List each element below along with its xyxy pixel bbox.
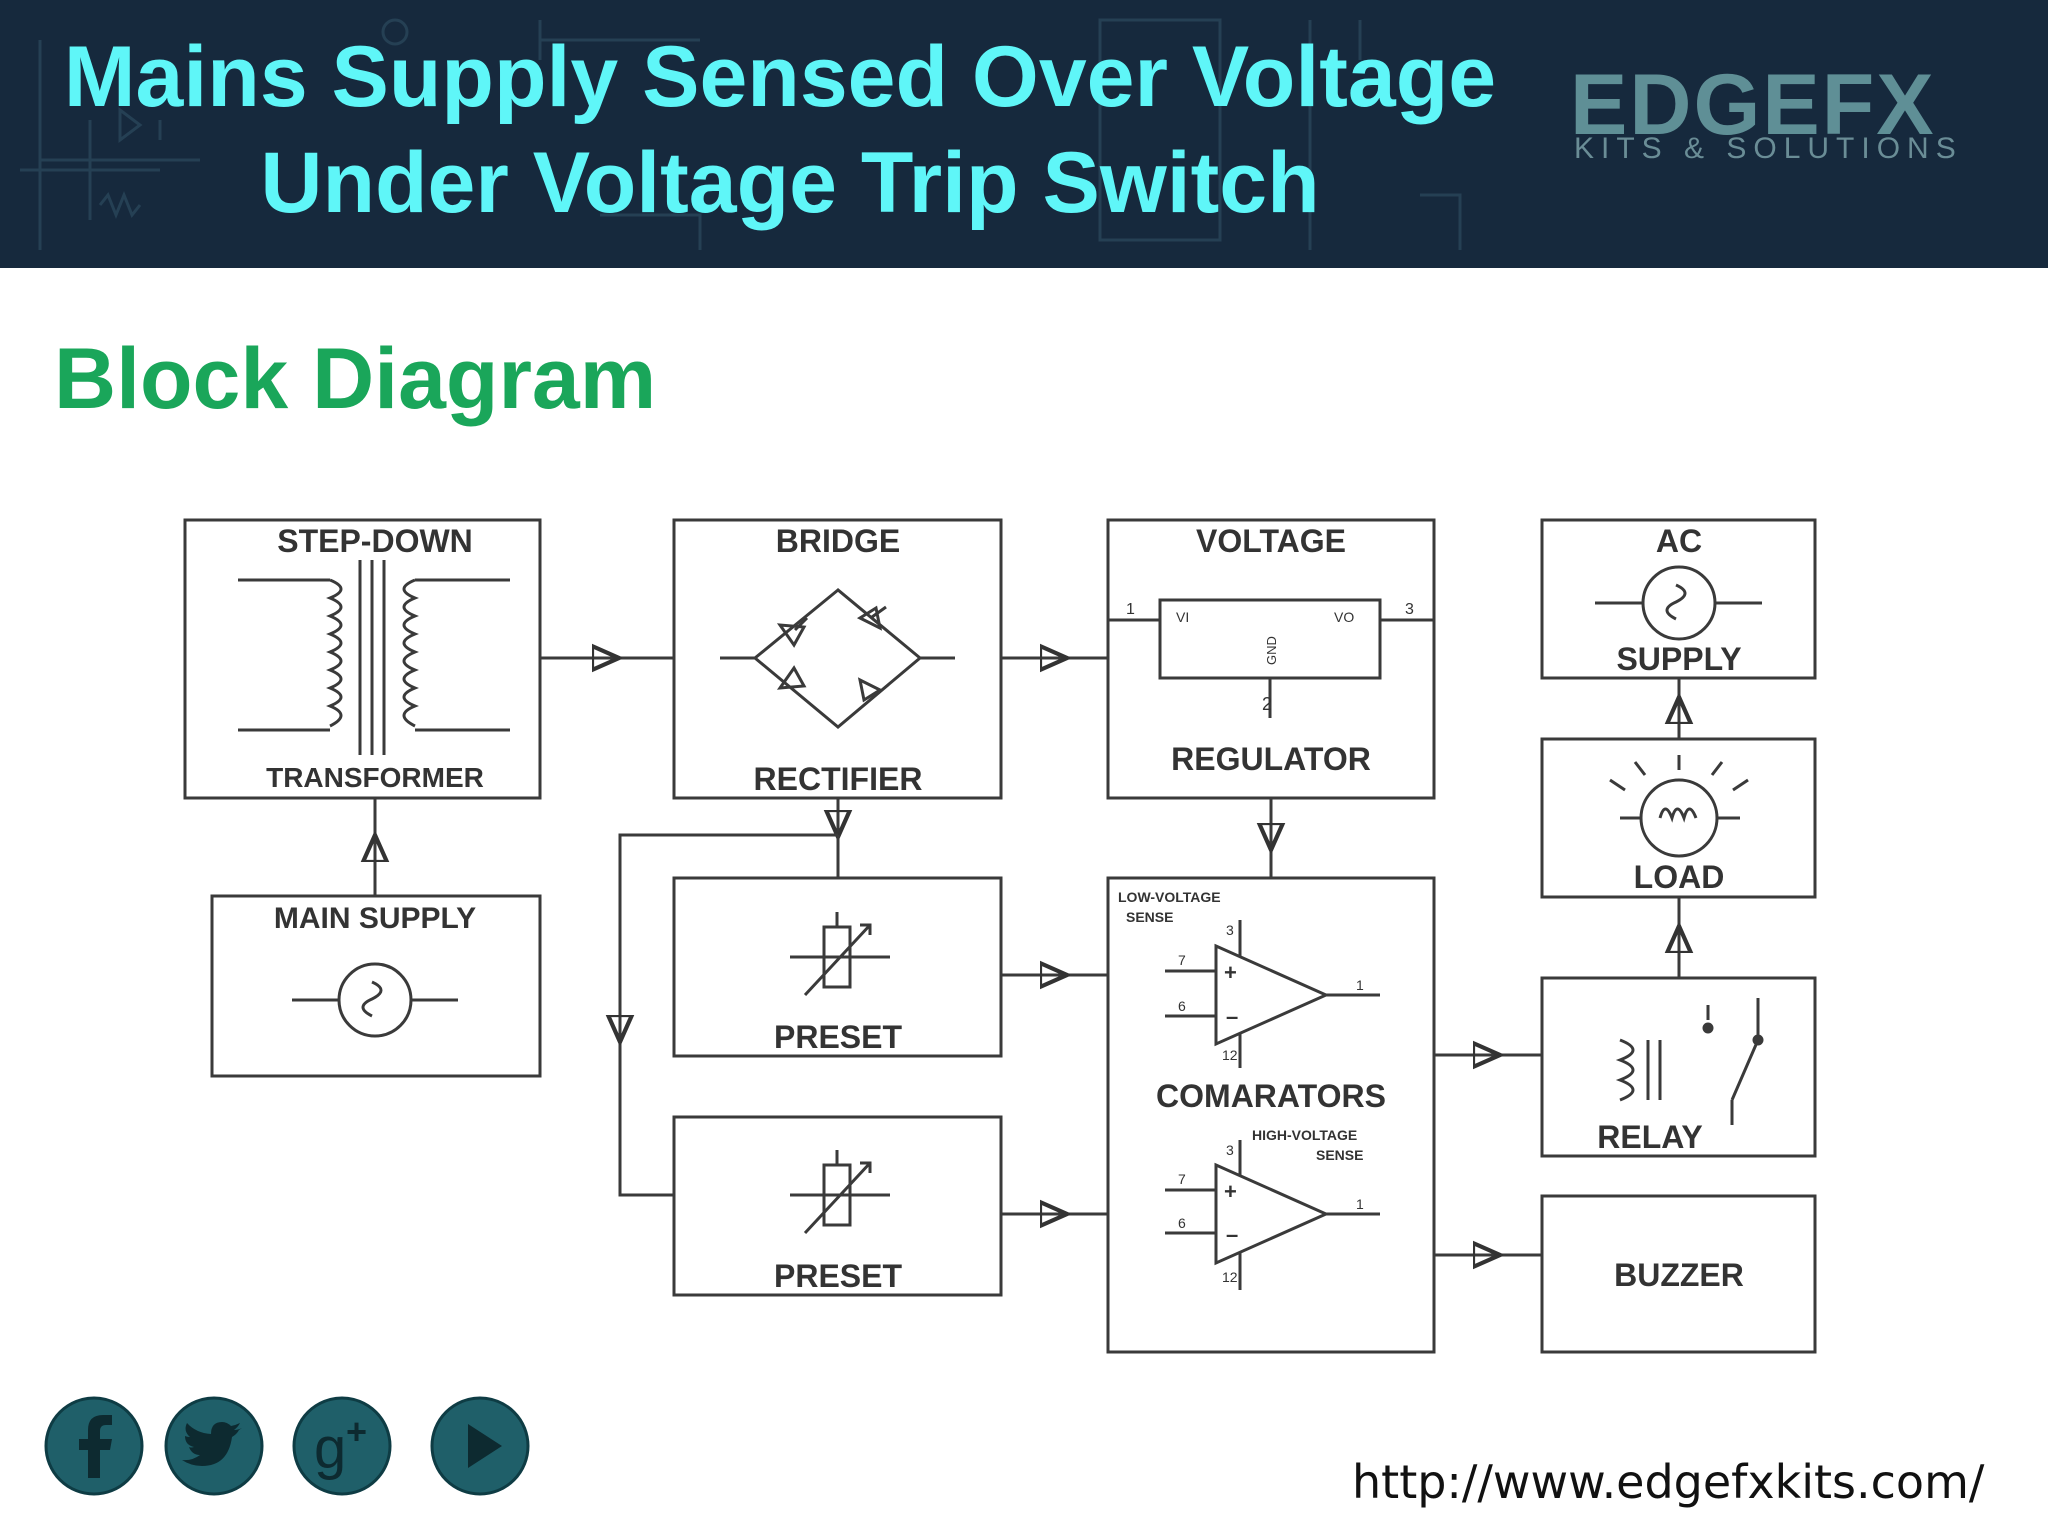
transformer-symbol	[238, 560, 510, 755]
page-title-line-2: Under Voltage Trip Switch	[260, 135, 1320, 231]
high-sense-label-1: HIGH-VOLTAGE	[1252, 1127, 1357, 1143]
rectifier-label: RECTIFIER	[754, 761, 923, 797]
svg-text:g: g	[314, 1416, 346, 1481]
edgefx-logo: EDGEFX KITS & SOLUTIONS	[1570, 62, 1990, 172]
relay-label: RELAY	[1597, 1119, 1703, 1155]
transformer-title: STEP-DOWN	[277, 523, 473, 559]
regulator-vo: VO	[1334, 609, 1354, 625]
preset-symbol-1	[790, 912, 890, 997]
opamp-high-minus: –	[1226, 1222, 1238, 1247]
regulator-gnd: GND	[1264, 636, 1279, 665]
opamp-low-pin-3: 3	[1226, 922, 1234, 938]
opamp-high-plus: +	[1224, 1179, 1237, 1204]
logo-tagline: KITS & SOLUTIONS	[1574, 132, 1963, 165]
logo-wordmark: EDGEFX	[1570, 57, 1936, 153]
opamp-low-pin-7: 7	[1178, 952, 1186, 968]
ac-supply-label: SUPPLY	[1616, 641, 1741, 677]
section-heading: Block Diagram	[54, 331, 657, 427]
ac-source-symbol	[1595, 565, 1762, 641]
opamp-high-pin-6: 6	[1178, 1215, 1186, 1231]
page-title-line-1: Mains Supply Sensed Over Voltage	[63, 29, 1497, 125]
load-label: LOAD	[1634, 859, 1725, 895]
opamp-high-pin-7: 7	[1178, 1171, 1186, 1187]
svg-text:+: +	[346, 1411, 367, 1452]
twitter-icon[interactable]	[164, 1396, 264, 1496]
play-icon[interactable]	[430, 1396, 530, 1496]
footer-url[interactable]: http://www.edgefxkits.com/	[1352, 1455, 1985, 1509]
buzzer-label: BUZZER	[1614, 1257, 1744, 1293]
opamp-high-symbol	[1165, 1140, 1380, 1290]
mains-source-symbol	[292, 962, 458, 1038]
circuit-background	[20, 18, 1462, 250]
opamp-high-pin-1: 1	[1356, 1196, 1364, 1212]
regulator-pin-2: 2	[1262, 694, 1272, 714]
preset-label-2: PRESET	[774, 1258, 902, 1294]
preset-symbol-2	[790, 1150, 890, 1235]
regulator-ic-symbol	[1108, 598, 1434, 718]
header-banner: Mains Supply Sensed Over Voltage Under V…	[0, 0, 2048, 268]
transformer-label: TRANSFORMER	[266, 762, 484, 793]
regulator-vi: VI	[1176, 609, 1189, 625]
opamp-low-pin-6: 6	[1178, 998, 1186, 1014]
opamp-low-pin-12: 12	[1222, 1047, 1238, 1063]
facebook-icon[interactable]	[44, 1396, 144, 1496]
low-sense-label-1: LOW-VOLTAGE	[1118, 889, 1221, 905]
lamp-symbol	[1609, 755, 1749, 858]
bridge-diodes-symbol	[720, 588, 955, 729]
preset-block-2	[672, 1115, 1003, 1297]
relay-symbol	[1615, 998, 1764, 1125]
opamp-low-pin-1: 1	[1356, 977, 1364, 993]
comparators-block	[1106, 876, 1436, 1354]
opamp-low-symbol	[1165, 920, 1380, 1068]
main-supply-label: MAIN SUPPLY	[274, 902, 476, 935]
opamp-high-pin-3: 3	[1226, 1142, 1234, 1158]
regulator-title: VOLTAGE	[1196, 523, 1346, 559]
opamp-low-plus: +	[1224, 960, 1237, 985]
regulator-pin-3: 3	[1405, 601, 1414, 618]
connection-lines	[375, 658, 1679, 1255]
rectifier-title: BRIDGE	[776, 523, 900, 559]
opamp-low-minus: –	[1226, 1004, 1238, 1029]
preset-label-1: PRESET	[774, 1019, 902, 1055]
comparators-label: COMARATORS	[1156, 1078, 1386, 1114]
buzzer-block	[1540, 1194, 1817, 1354]
transformer-block	[183, 518, 542, 800]
google-plus-icon[interactable]: g +	[292, 1396, 392, 1496]
regulator-pin-1: 1	[1126, 601, 1135, 618]
opamp-high-pin-12: 12	[1222, 1269, 1238, 1285]
high-sense-label-2: SENSE	[1316, 1147, 1363, 1163]
regulator-label: REGULATOR	[1171, 741, 1371, 777]
low-sense-label-2: SENSE	[1126, 909, 1173, 925]
ac-supply-title: AC	[1656, 523, 1702, 559]
